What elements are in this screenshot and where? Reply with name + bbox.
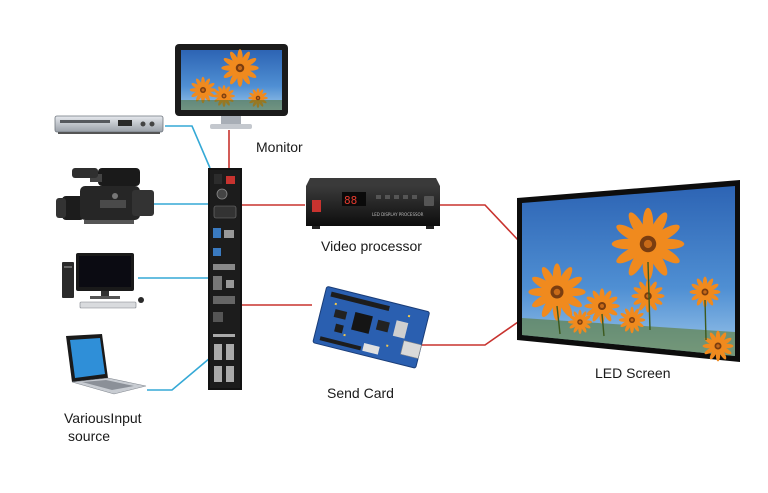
dvd-player-icon [54, 115, 164, 134]
input-source-label-line1: VariousInput [64, 410, 142, 426]
blue-cables [138, 125, 211, 391]
monitor-icon [175, 44, 288, 129]
switcher-unit-icon [208, 168, 242, 390]
video-camera [56, 168, 154, 224]
dvd-player [54, 115, 164, 134]
video-camera-icon [56, 168, 154, 224]
processor-caption: LED DISPLAY PROCESSOR [372, 212, 424, 217]
send-card-icon [312, 286, 430, 369]
laptop [66, 334, 147, 395]
cable-dvd [165, 125, 211, 169]
laptop-icon [66, 334, 147, 395]
input-source-label-line2: source [68, 428, 111, 444]
processor-display: 88 [344, 194, 357, 207]
cable-processor-to-led [440, 204, 519, 241]
cable-send-card-to-led [420, 321, 519, 346]
video-processor: 88 LED DISPLAY PROCESSOR [306, 178, 440, 229]
send-card-label: Send Card [327, 385, 394, 401]
video-processor-icon: 88 LED DISPLAY PROCESSOR [306, 178, 440, 229]
monitor-label: Monitor [256, 139, 303, 155]
red-cables [228, 130, 519, 346]
cable-laptop [147, 357, 211, 391]
desktop-pc [62, 253, 144, 309]
monitor [175, 44, 288, 129]
led-screen-label: LED Screen [595, 365, 671, 381]
send-card [312, 286, 430, 369]
led-screen [517, 180, 740, 362]
desktop-pc-icon [62, 253, 144, 309]
led-screen-icon [517, 180, 740, 362]
video-processor-label: Video processor [321, 238, 422, 254]
switcher-unit [208, 168, 242, 390]
